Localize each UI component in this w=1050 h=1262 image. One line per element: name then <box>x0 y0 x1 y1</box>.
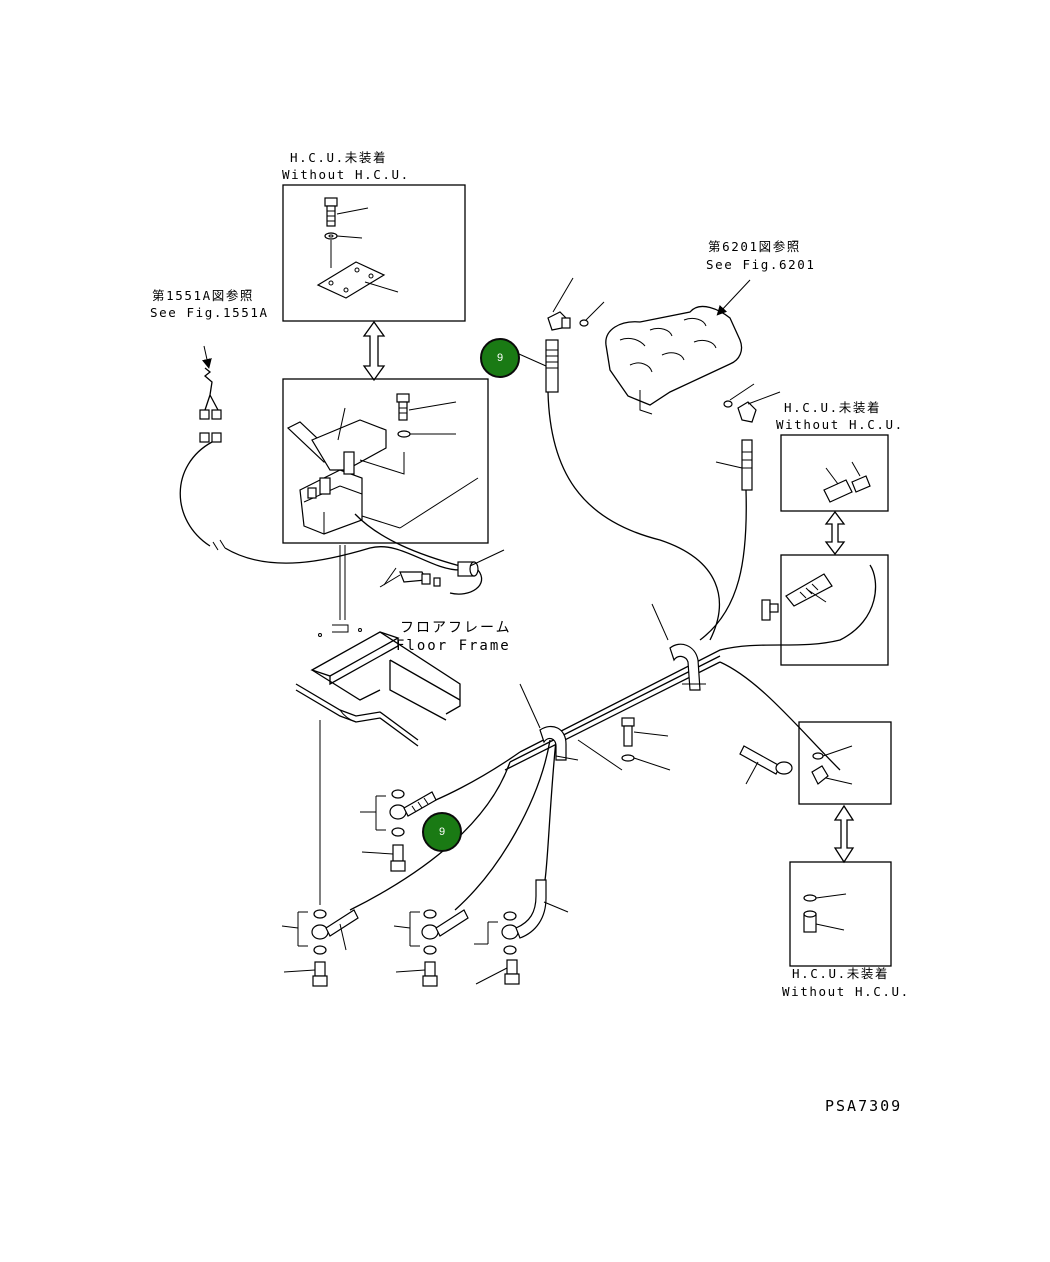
callout-marker[interactable]: 9 <box>422 812 462 852</box>
label-floor-en: Floor Frame <box>396 638 511 654</box>
label-hcu-bottom-jp: H.C.U.未装着 <box>792 966 890 981</box>
detail-box-right-3 <box>798 721 892 805</box>
label-floor-jp: フロアフレーム <box>400 620 512 636</box>
label-fig6201-jp: 第6201図参照 <box>708 239 801 254</box>
tee-fitting <box>761 599 779 621</box>
label-hcu-top-jp: H.C.U.未装着 <box>290 150 388 165</box>
label-hcu-right-jp: H.C.U.未装着 <box>784 400 882 415</box>
detail-box-lever <box>282 378 489 544</box>
label-fig1551-en: See Fig.1551A <box>150 305 269 320</box>
label-fig6201-en: See Fig.6201 <box>706 257 816 272</box>
banjo-fitting-3 <box>393 909 469 987</box>
bolt-part <box>324 197 369 227</box>
washer-part <box>324 232 363 240</box>
callout-marker[interactable]: 9 <box>480 338 520 378</box>
double-arrow-top <box>362 320 386 382</box>
wire-harness <box>179 345 505 595</box>
hose-fitting-right <box>715 383 781 491</box>
detail-box-right-4 <box>789 861 892 967</box>
banjo-fitting-1 <box>360 789 437 872</box>
drawing-code: PSA7309 <box>825 1097 903 1115</box>
label-fig1551-jp: 第1551A図参照 <box>152 288 255 303</box>
clamp-bolt <box>577 717 671 771</box>
banjo-fitting-2 <box>281 720 359 987</box>
plate-part <box>316 261 399 299</box>
control-valve <box>605 279 751 415</box>
bolt-part <box>396 393 457 421</box>
label-hcu-bottom-en: Without H.C.U. <box>782 984 910 999</box>
washer-part <box>397 430 456 438</box>
detail-box-top <box>282 184 466 322</box>
double-arrow-right-1 <box>824 510 846 556</box>
detail-box-right-1 <box>780 434 889 512</box>
floor-frame <box>295 624 461 747</box>
hose-fitting-top <box>509 277 605 393</box>
detail-box-right-2 <box>780 554 889 666</box>
hose-bundle <box>349 391 877 911</box>
hose-end-right <box>739 745 793 785</box>
elbow-fitting <box>474 879 569 985</box>
label-hcu-top-en: Without H.C.U. <box>282 167 410 182</box>
label-hcu-right-en: Without H.C.U. <box>776 417 904 432</box>
double-arrow-right-3 <box>833 804 855 864</box>
